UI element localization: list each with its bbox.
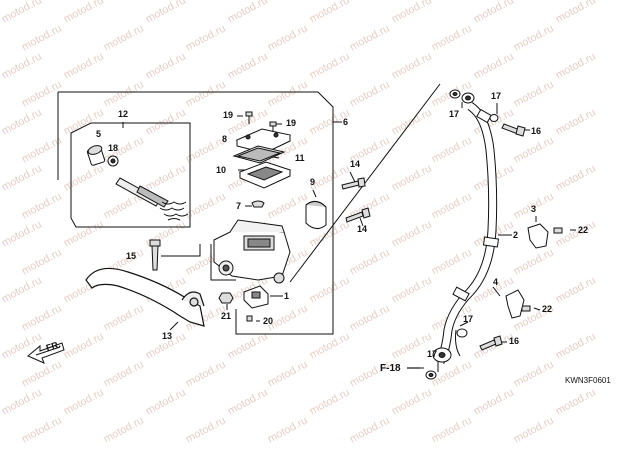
master-cylinder-icon [213, 219, 291, 284]
hose-fitting-icon [432, 92, 500, 363]
callout-19-top: 19 [223, 110, 234, 120]
callout-22-top: 22 [578, 225, 589, 235]
callout-9: 9 [310, 177, 316, 187]
callout-3: 3 [531, 204, 537, 214]
callout-17-middle: 17 [463, 314, 474, 324]
screw-icon [245, 111, 277, 208]
washer-icon [425, 89, 499, 380]
holder-icon [305, 201, 327, 229]
callout-1: 1 [284, 291, 290, 301]
nut-icon [218, 292, 253, 322]
hose-clamp-icon [505, 223, 549, 319]
callout-18: 18 [108, 143, 119, 153]
callout-7: 7 [236, 201, 242, 211]
callout-17-bottom: 17 [427, 349, 438, 359]
callout-13: 13 [162, 331, 173, 341]
pivot-bolt-icon [149, 239, 161, 271]
callout-17-top-left: 17 [449, 109, 460, 119]
callout-4: 4 [493, 277, 499, 287]
bolt-icon [341, 123, 563, 351]
callout-19-right: 19 [286, 118, 297, 128]
callout-12: 12 [118, 109, 129, 119]
callout-15: 15 [126, 251, 137, 261]
diagram-code: KWN3F0601 [565, 376, 611, 385]
callout-6: 6 [343, 117, 349, 127]
callout-17-top-right: 17 [491, 91, 502, 101]
diaphragm-icon [232, 145, 286, 164]
callout-21: 21 [221, 311, 232, 321]
brake-hose-icon [435, 102, 498, 365]
callout-16-bottom: 16 [509, 336, 520, 346]
callout-2: 2 [513, 230, 519, 240]
callout-10: 10 [216, 165, 227, 175]
callout-22-bottom: 22 [542, 304, 553, 314]
group-frame [58, 91, 334, 335]
callout-16-top: 16 [531, 126, 542, 136]
piston-kit-icon [86, 145, 189, 221]
callout-5: 5 [96, 129, 102, 139]
callout-14-top: 14 [350, 159, 361, 169]
callout-20: 20 [263, 316, 274, 326]
front-direction-arrow-icon [27, 342, 65, 364]
plate-icon [238, 161, 292, 189]
callout-11: 11 [295, 153, 305, 163]
callout-8: 8 [222, 134, 228, 144]
brake-lever-icon [85, 267, 205, 327]
piston-kit-frame [70, 122, 191, 228]
callout-14-bottom: 14 [357, 224, 368, 234]
switch-icon [243, 285, 269, 309]
frame-ref-label: F-18 [380, 363, 401, 374]
reservoir-cap-icon [235, 128, 292, 154]
